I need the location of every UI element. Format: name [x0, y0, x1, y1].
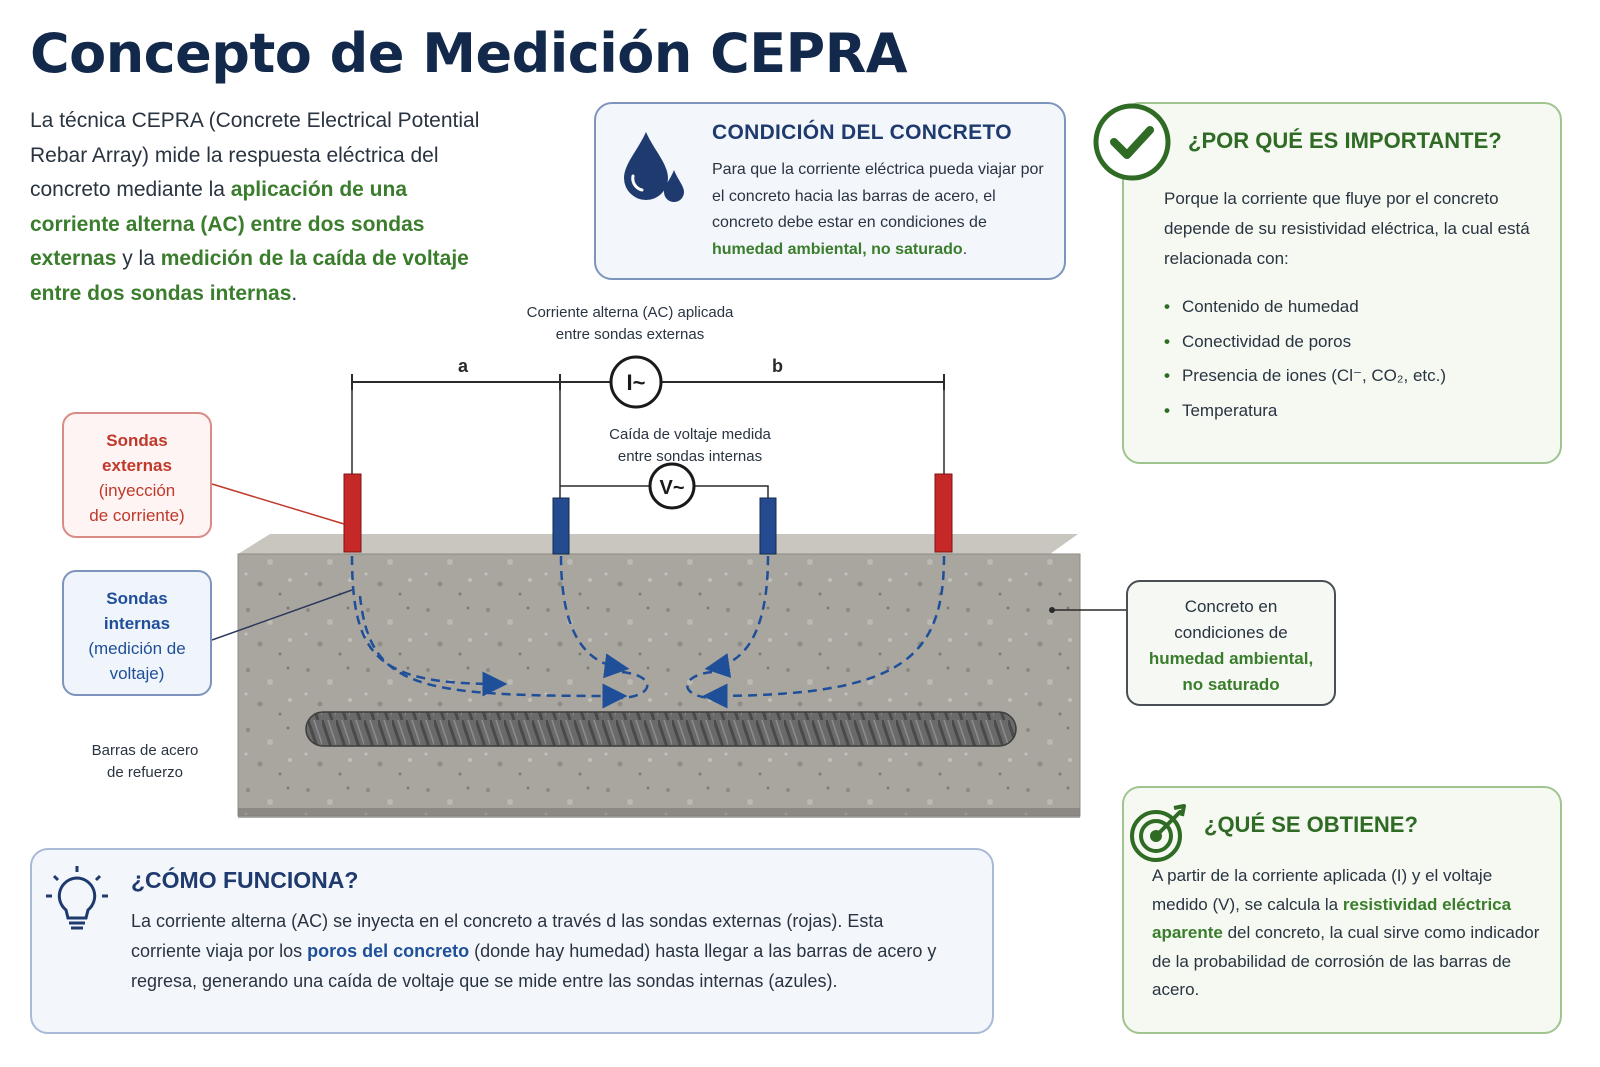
current-path-left-inner — [358, 595, 628, 709]
intro-text-2: y la — [116, 247, 161, 270]
voltmeter-icon — [648, 462, 696, 510]
page-title: Concepto de Medición CEPRA — [30, 22, 908, 85]
voltage-label-line-1: Caída de voltaje medida — [609, 426, 771, 443]
concrete-condition-label: Concreto en condiciones de humedad ambie… — [1126, 580, 1336, 706]
how-it-works-card — [30, 848, 994, 1034]
rebar-label: Barras de acero de refuerzo — [70, 740, 220, 784]
ext-label-3: (inyección — [98, 481, 176, 500]
result-card — [1122, 786, 1562, 1034]
condition-text-body: Para que la corriente eléctrica pueda vi… — [712, 161, 1044, 231]
rebar-label-2: de refuerzo — [107, 764, 183, 781]
int-label-3: (medición de — [88, 639, 186, 658]
result-text: A partir de la corriente aplicada (I) y … — [1152, 862, 1552, 1005]
intro-highlight-2: medición de la caída de voltaje entre do… — [30, 247, 469, 305]
current-label-line-1: Corriente alterna (AC) aplicada — [526, 304, 734, 321]
con-label-3: humedad ambiental, — [1148, 649, 1314, 668]
current-path-mid-right — [704, 555, 770, 678]
probe-internal-left — [552, 497, 570, 555]
probe-external-left — [343, 473, 362, 553]
probe-external-right — [934, 473, 953, 553]
water-drops-icon — [624, 132, 684, 202]
condition-text-end: . — [962, 240, 968, 258]
result-text-2: del concreto, la cual sirve como indicad… — [1152, 923, 1540, 999]
current-path-right — [702, 555, 946, 709]
dimension-b: b — [772, 356, 783, 376]
con-label-2: condiciones de — [1174, 623, 1288, 642]
importance-text: Porque la corriente que fluye por el con… — [1164, 189, 1530, 268]
ammeter-label: I~ — [627, 370, 646, 395]
ammeter-icon — [609, 355, 663, 409]
condition-text: Para que la corriente eléctrica pueda vi… — [712, 157, 1057, 263]
internal-probes-label: Sondas internas (medición de voltaje) — [62, 570, 212, 696]
importance-list: Contenido de humedad Conectividad de por… — [1164, 290, 1446, 428]
how-text-2: (donde hay humedad) hasta llegar a las b… — [131, 941, 937, 991]
con-label-4: no saturado — [1182, 675, 1280, 694]
target-icon — [1130, 804, 1186, 862]
current-path-mid-curve-right — [686, 670, 721, 700]
voltage-label: Caída de voltaje medida entre sondas int… — [570, 424, 810, 468]
leader-external — [211, 483, 345, 525]
rebar-label-1: Barras de acero — [91, 742, 199, 759]
list-item: Contenido de humedad — [1164, 290, 1446, 325]
result-text-1: A partir de la corriente aplicada (I) y … — [1152, 866, 1493, 914]
checkmark-icon — [1093, 103, 1171, 181]
int-label-1: Sondas — [106, 589, 168, 608]
concrete-shadow — [238, 808, 1080, 818]
ext-label-2: externas — [102, 456, 172, 475]
how-title: ¿CÓMO FUNCIONA? — [131, 867, 359, 893]
concrete-block-top — [238, 534, 1078, 554]
intro-highlight-1: aplicación de una corriente alterna (AC)… — [30, 178, 425, 270]
probe-internal-right — [759, 497, 777, 555]
importance-title: ¿POR QUÉ ES IMPORTANTE? — [1188, 128, 1502, 153]
ext-label-4: de corriente) — [89, 506, 185, 525]
condition-highlight: humedad ambiental, no saturado — [712, 240, 963, 258]
int-label-2: internas — [103, 614, 171, 633]
how-text-1: La corriente alterna (AC) se inyecta en … — [131, 911, 884, 961]
voltmeter-label: V~ — [659, 477, 684, 499]
how-highlight: poros del concreto — [307, 941, 470, 961]
con-label-1: Concreto en — [1184, 597, 1278, 616]
how-text: La corriente alterna (AC) se inyecta en … — [131, 906, 951, 996]
dimension-a: a — [458, 356, 469, 376]
current-label-line-2: entre sondas externas — [555, 326, 705, 343]
list-item: Temperatura — [1164, 394, 1446, 429]
intro-text-1: La técnica CEPRA (Concrete Electrical Po… — [30, 109, 480, 201]
intro-text-3: . — [291, 281, 298, 305]
current-label: Corriente alterna (AC) aplicada entre so… — [500, 302, 760, 346]
rebar — [305, 711, 1017, 747]
concrete-block — [238, 554, 1080, 816]
voltage-label-line-2: entre sondas internas — [617, 448, 763, 465]
int-label-4: voltaje) — [109, 664, 165, 683]
current-path-mid-curve-left — [611, 670, 649, 700]
lightbulb-icon — [46, 866, 108, 930]
intro-paragraph: La técnica CEPRA (Concrete Electrical Po… — [30, 104, 500, 311]
external-probes-label: Sondas externas (inyección de corriente) — [62, 412, 212, 538]
condition-title: CONDICIÓN DEL CONCRETO — [712, 121, 1012, 144]
list-item: Presencia de iones (Cl⁻, CO₂, etc.) — [1164, 359, 1446, 394]
leader-internal — [211, 589, 353, 641]
ext-label-1: Sondas — [106, 431, 168, 450]
list-item: Conectividad de poros — [1164, 325, 1446, 360]
result-highlight: resistividad eléctrica aparente — [1152, 894, 1512, 943]
result-title: ¿QUÉ SE OBTIENE? — [1204, 812, 1418, 837]
